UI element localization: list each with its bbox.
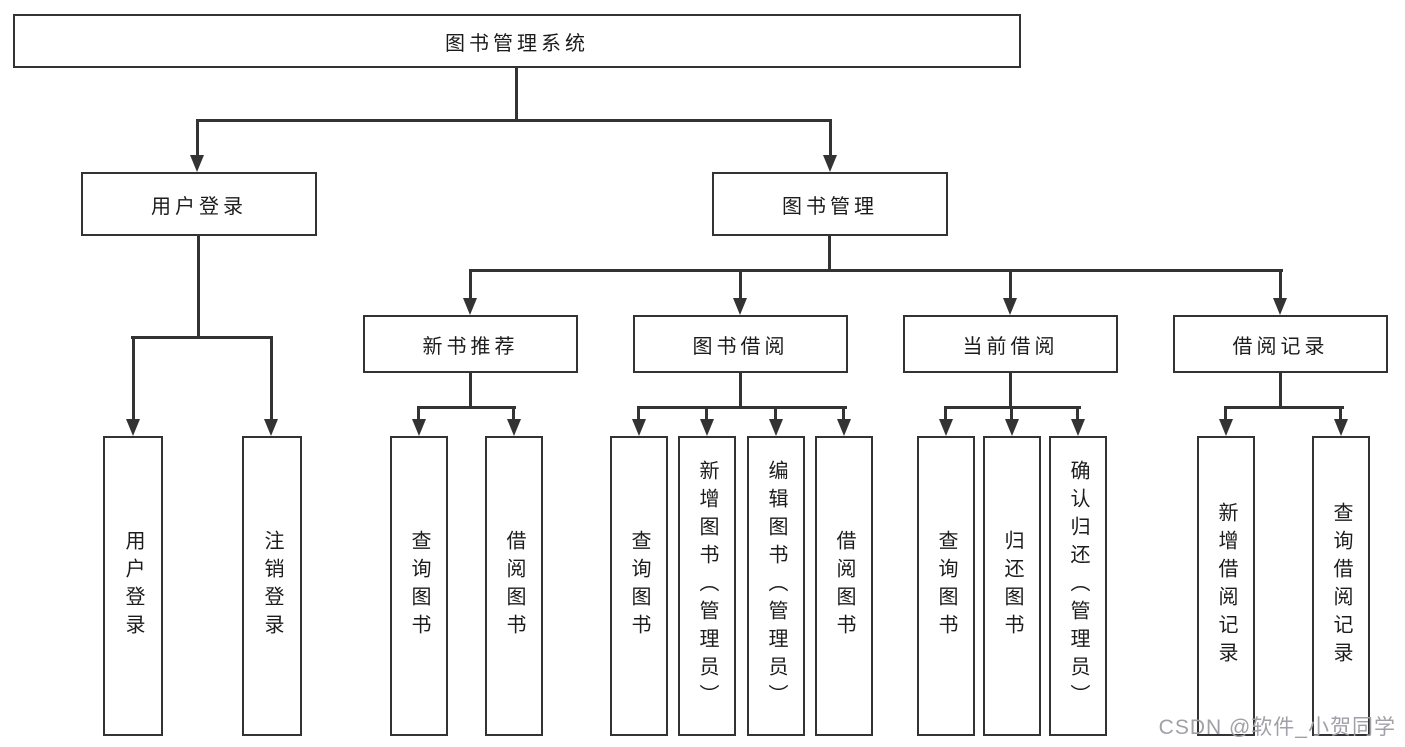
leaf-borrowing-query-books-label: 查询图书 — [628, 530, 650, 642]
arrowhead — [1071, 419, 1085, 436]
connector-line — [637, 406, 640, 420]
leaf-recommend-borrow-books-label: 借阅图书 — [503, 530, 525, 642]
leaf-current-query-books: 查询图书 — [917, 436, 975, 736]
arrowhead — [632, 419, 646, 436]
node-book-management-label: 图书管理 — [782, 195, 878, 218]
arrowhead — [700, 419, 714, 436]
connector-line — [739, 373, 742, 407]
connector-line — [944, 406, 947, 420]
arrowhead — [1005, 419, 1019, 436]
arrowhead — [126, 419, 140, 436]
connector-line — [196, 119, 199, 156]
leaf-records-add-record-label: 新增借阅记录 — [1215, 502, 1237, 670]
leaf-borrowing-edit-books-admin: 编辑图书（管理员） — [747, 436, 805, 736]
arrowhead — [1273, 298, 1287, 315]
leaf-current-query-books-label: 查询图书 — [935, 530, 957, 642]
leaf-current-return-books: 归还图书 — [983, 436, 1041, 736]
connector-line — [469, 269, 1283, 272]
connector-line — [270, 336, 273, 420]
connector-line — [739, 269, 742, 300]
leaf-borrowing-borrow-books: 借阅图书 — [815, 436, 873, 736]
connector-line — [828, 236, 831, 270]
connector-line — [1076, 406, 1079, 420]
node-book-management: 图书管理 — [712, 172, 948, 236]
leaf-current-confirm-return-admin: 确认归还（管理员） — [1049, 436, 1107, 736]
arrowhead — [733, 298, 747, 315]
arrowhead — [823, 155, 837, 172]
connector-line — [417, 406, 516, 409]
arrowhead — [507, 419, 521, 436]
node-current-borrowing-label: 当前借阅 — [962, 335, 1059, 358]
arrowhead — [264, 419, 278, 436]
connector-line — [1009, 269, 1012, 300]
connector-line — [131, 336, 273, 339]
connector-line — [1339, 406, 1342, 420]
connector-line — [417, 406, 420, 420]
node-root: 图书管理系统 — [13, 14, 1021, 68]
csdn-watermark: CSDN @软件_小贺同学 — [1158, 716, 1396, 739]
connector-line — [705, 406, 708, 420]
connector-line — [1279, 373, 1282, 407]
leaf-user-login: 用户登录 — [103, 436, 163, 736]
connector-line — [1224, 406, 1227, 420]
connector-line — [1009, 373, 1012, 407]
node-book-borrowing-label: 图书借阅 — [692, 335, 789, 358]
arrowhead — [463, 298, 477, 315]
arrowhead — [190, 155, 204, 172]
leaf-borrowing-add-books-admin-label: 新增图书（管理员） — [696, 460, 718, 712]
leaf-recommend-query-books: 查询图书 — [390, 436, 448, 736]
arrowhead — [1003, 298, 1017, 315]
connector-line — [1224, 406, 1344, 409]
leaf-borrowing-edit-books-admin-label: 编辑图书（管理员） — [765, 460, 787, 712]
connector-line — [637, 406, 847, 409]
arrowhead — [939, 419, 953, 436]
node-user-login: 用户登录 — [81, 172, 317, 236]
leaf-recommend-query-books-label: 查询图书 — [408, 530, 430, 642]
node-new-book-recommend-label: 新书推荐 — [422, 335, 519, 358]
node-borrowing-records-label: 借阅记录 — [1232, 335, 1329, 358]
leaf-records-query-record-label: 查询借阅记录 — [1330, 502, 1352, 670]
node-user-login-label: 用户登录 — [151, 195, 247, 218]
node-root-label: 图书管理系统 — [445, 32, 589, 55]
node-borrowing-records: 借阅记录 — [1173, 315, 1388, 373]
connector-line — [469, 269, 472, 300]
arrowhead — [412, 419, 426, 436]
connector-line — [196, 119, 832, 122]
leaf-current-confirm-return-admin-label: 确认归还（管理员） — [1067, 460, 1089, 712]
connector-line — [829, 119, 832, 156]
connector-line — [774, 406, 777, 420]
leaf-borrowing-borrow-books-label: 借阅图书 — [833, 530, 855, 642]
leaf-user-login-label: 用户登录 — [122, 530, 144, 642]
leaf-records-query-record: 查询借阅记录 — [1312, 436, 1370, 736]
connector-line — [469, 373, 472, 407]
arrowhead — [769, 419, 783, 436]
node-book-borrowing: 图书借阅 — [633, 315, 848, 373]
connector-line — [842, 406, 845, 420]
connector-line — [515, 68, 518, 120]
leaf-logout-label: 注销登录 — [261, 530, 283, 642]
connector-line — [512, 406, 515, 420]
connector-line — [1010, 406, 1013, 420]
connector-line — [132, 336, 135, 420]
leaf-current-return-books-label: 归还图书 — [1001, 530, 1023, 642]
arrowhead — [1219, 419, 1233, 436]
leaf-borrowing-query-books: 查询图书 — [610, 436, 668, 736]
arrowhead — [1334, 419, 1348, 436]
connector-line — [197, 236, 200, 337]
arrowhead — [837, 419, 851, 436]
leaf-records-add-record: 新增借阅记录 — [1197, 436, 1255, 736]
node-new-book-recommend: 新书推荐 — [363, 315, 578, 373]
connector-line — [1279, 269, 1282, 300]
leaf-logout: 注销登录 — [242, 436, 302, 736]
leaf-recommend-borrow-books: 借阅图书 — [485, 436, 543, 736]
leaf-borrowing-add-books-admin: 新增图书（管理员） — [678, 436, 736, 736]
node-current-borrowing: 当前借阅 — [903, 315, 1118, 373]
